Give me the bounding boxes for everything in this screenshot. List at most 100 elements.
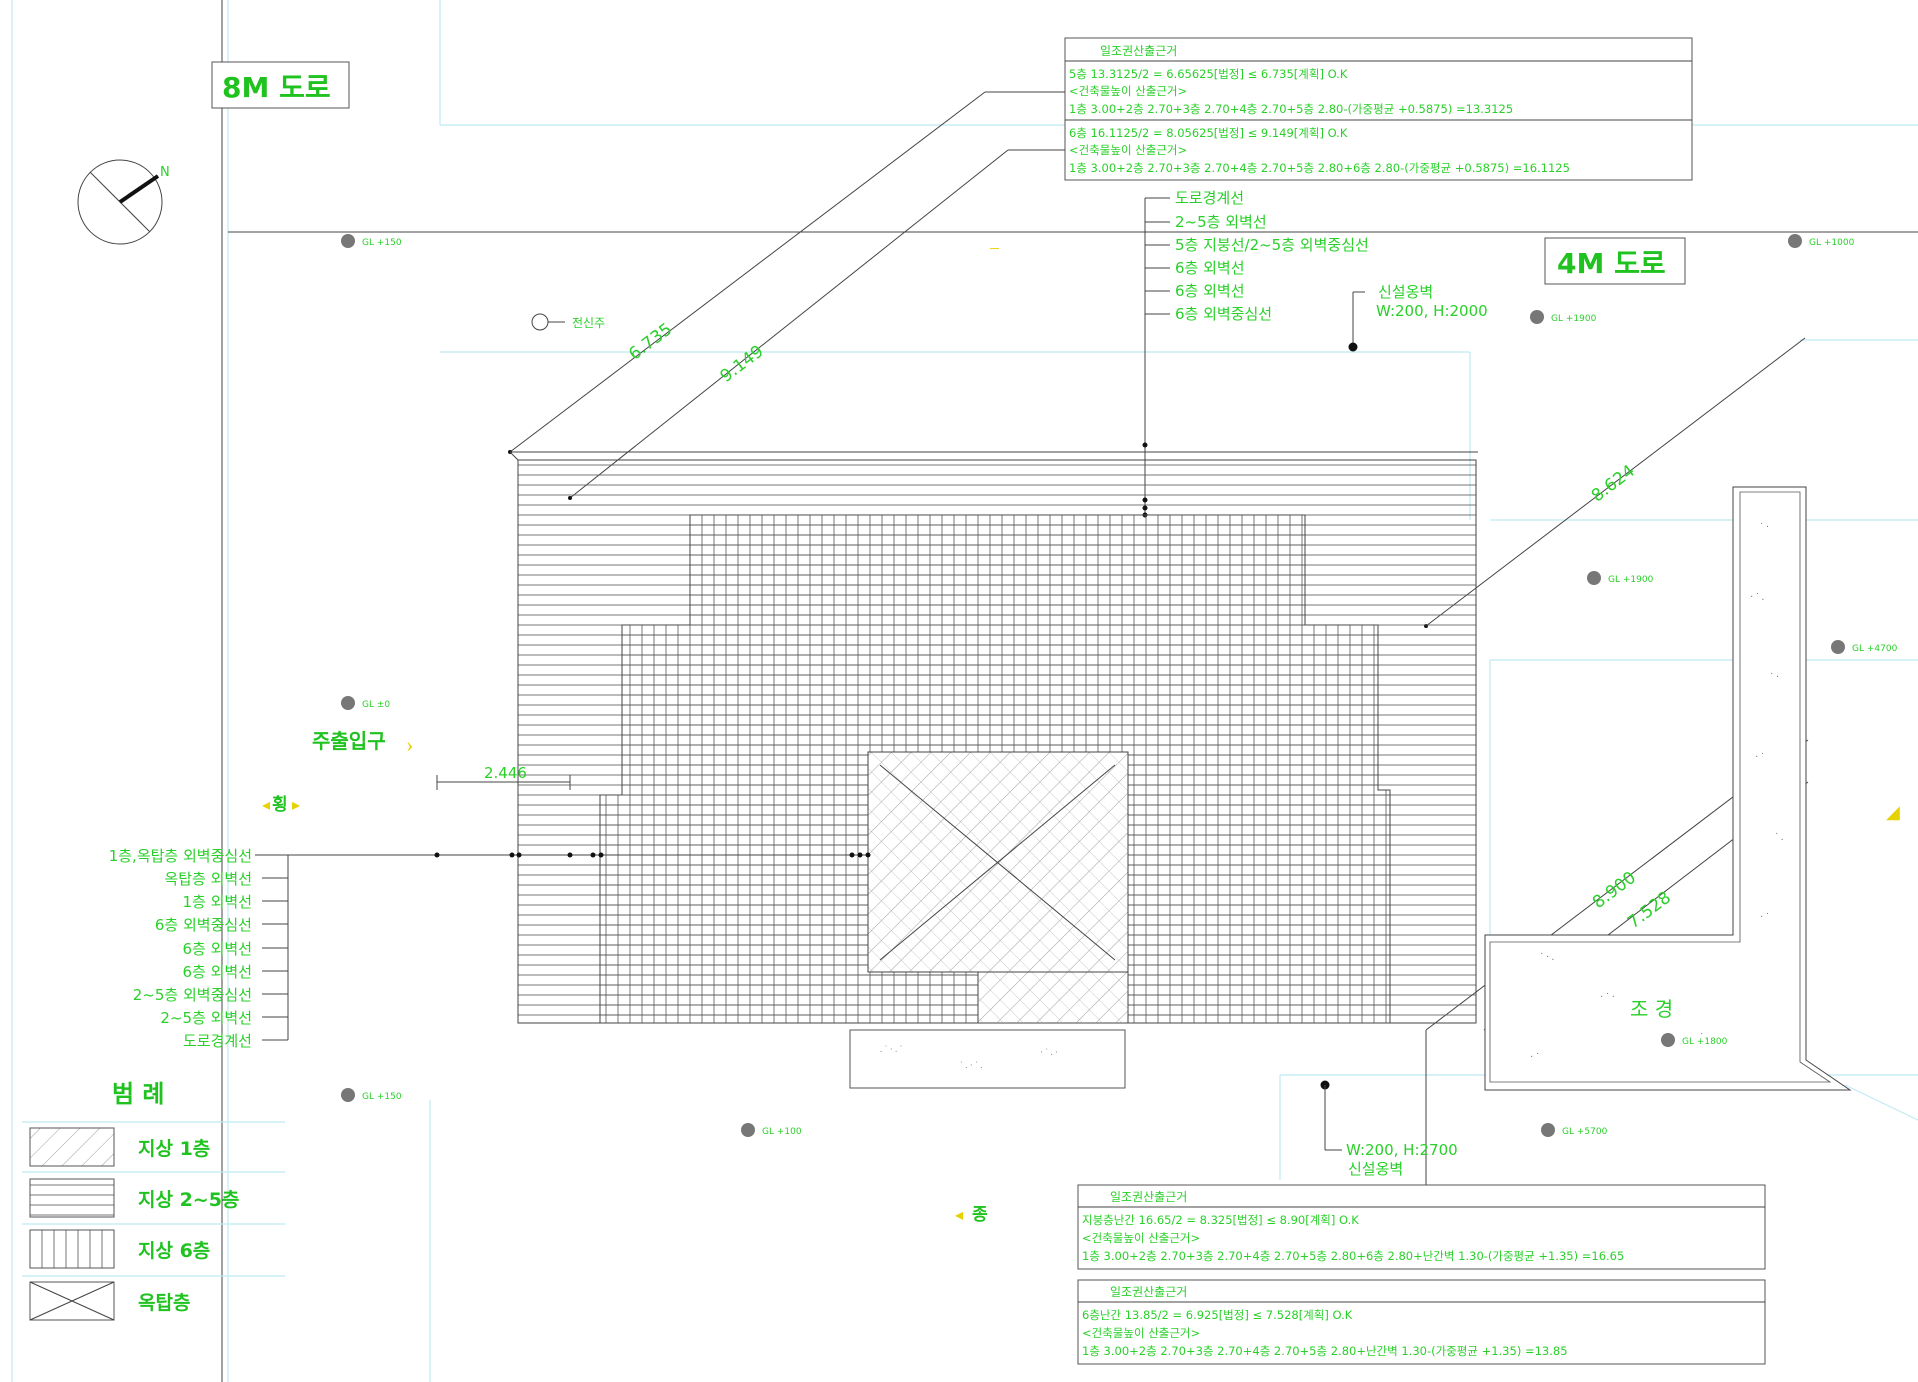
dir-bottom-label: 종 bbox=[972, 1205, 988, 1225]
calc-top-row2-line2: <건축물높이 산출근거> bbox=[1069, 143, 1187, 157]
gl-150-top: GL +150 bbox=[362, 238, 402, 248]
dim-2446-line bbox=[436, 775, 571, 790]
gl-150-left: GL +150 bbox=[362, 1092, 402, 1102]
left-callout-7: 2~5층 외벽중심선 bbox=[133, 986, 252, 1004]
gl-0: GL ±0 bbox=[362, 700, 390, 710]
legend-swatch-2 bbox=[29, 1178, 115, 1218]
left-callout-1: 1층,옥탑층 외벽중심선 bbox=[109, 847, 252, 865]
dir-top-label: 횡 bbox=[272, 795, 288, 815]
calc-b2-line2: <건축물높이 산출근거> bbox=[1082, 1326, 1200, 1340]
svg-text:˙ ·: ˙ · bbox=[1760, 522, 1769, 533]
gl-1900-right: GL +1900 bbox=[1608, 575, 1654, 585]
road-8m-box bbox=[211, 61, 350, 109]
left-callout-9: 도로경계선 bbox=[183, 1032, 252, 1050]
calc-box-bottom-2: 일조권산출근거 6층난간 13.85/2 = 6.925[법정] ≤ 7.528… bbox=[1077, 1279, 1766, 1365]
dir-top-arrow-icon: ◂ bbox=[262, 797, 270, 814]
left-callout-2: 옥탑층 외벽선 bbox=[164, 870, 252, 888]
calc-top-row1-line1: 5층 13.3125/2 = 6.65625[법정] ≤ 6.735[계획] O… bbox=[1069, 67, 1348, 81]
svg-text:▸: ▸ bbox=[292, 797, 300, 814]
svg-text:· ˙ . ·: · ˙ . · bbox=[1040, 1047, 1058, 1057]
gl-100: GL +100 bbox=[762, 1127, 802, 1137]
landscape-area: ˙ · · ˙ . ˙ · · ˙ ˙ . · ˙ ˙ · . · ˙ · ˙ … bbox=[1484, 486, 1852, 1091]
left-callout-4: 6층 외벽중심선 bbox=[155, 916, 252, 934]
svg-text:. ˙ · . ˙: . ˙ · . ˙ bbox=[880, 1044, 903, 1054]
calc-top-row2-line1: 6층 16.1125/2 = 8.05625[법정] ≤ 9.149[계획] O… bbox=[1069, 126, 1348, 140]
calc-b2-line1: 6층난간 13.85/2 = 6.925[법정] ≤ 7.528[계획] O.K bbox=[1082, 1308, 1353, 1322]
legend-swatch-3 bbox=[29, 1229, 115, 1269]
north-arrow-icon: N bbox=[77, 159, 170, 245]
site-boundary-lines bbox=[221, 0, 1918, 1382]
left-callout-8: 2~5층 외벽선 bbox=[160, 1009, 252, 1027]
svg-text:˙ ·: ˙ · bbox=[1770, 672, 1779, 683]
building-footprint bbox=[509, 451, 1478, 1024]
legend-item-2: 지상 2~5층 bbox=[138, 1189, 239, 1211]
utility-pole-icon bbox=[531, 313, 549, 331]
planter-bottom: . ˙ · . ˙ ˙ . · ˙ . · ˙ . · bbox=[849, 1029, 1126, 1089]
svg-text:· ˙: · ˙ bbox=[1530, 1052, 1539, 1063]
legend-title: 범 례 bbox=[112, 1080, 165, 1108]
gl-4700: GL +4700 bbox=[1852, 644, 1898, 654]
calc-top-row1-line2: <건축물높이 산출근거> bbox=[1069, 84, 1187, 98]
calc-b2-title: 일조권산출근거 bbox=[1110, 1285, 1187, 1299]
svg-text:˙ .: ˙ . bbox=[1775, 832, 1783, 843]
fence-top-name: 신설옹벽 bbox=[1378, 283, 1433, 301]
entrance-arrow-icon: › bbox=[406, 732, 413, 757]
fence-bottom-name: 신설옹벽 bbox=[1348, 1160, 1403, 1178]
dir-bottom-arrow-icon: ◂ bbox=[955, 1207, 963, 1224]
svg-text:˙ · .: ˙ · . bbox=[1540, 952, 1554, 963]
calc-box-top: 일조권산출근거 5층 13.3125/2 = 6.65625[법정] ≤ 6.7… bbox=[1064, 37, 1693, 181]
calc-top-row1-line3: 1층 3.00+2층 2.70+3층 2.70+4층 2.70+5층 2.80-… bbox=[1069, 102, 1513, 116]
legend-swatch-1 bbox=[29, 1127, 115, 1167]
top-callout-4: 6층 외벽선 bbox=[1175, 259, 1245, 277]
legend-item-1: 지상 1층 bbox=[138, 1138, 210, 1160]
road-8m-label: 8M 도로 bbox=[222, 71, 331, 104]
left-callout-5: 6층 외벽선 bbox=[182, 940, 252, 958]
svg-text:· ˙: · ˙ bbox=[1760, 912, 1769, 923]
road-4m-box bbox=[1544, 237, 1686, 285]
left-callout-6: 6층 외벽선 bbox=[182, 963, 252, 981]
dim-9149: 9.149 bbox=[717, 342, 768, 387]
calc-b1-line3: 1층 3.00+2층 2.70+3층 2.70+4층 2.70+5층 2.80+… bbox=[1082, 1249, 1624, 1263]
north-label: N bbox=[160, 165, 170, 180]
fence-bottom-spec: W:200, H:2700 bbox=[1346, 1141, 1458, 1159]
gl-level-markers bbox=[341, 234, 1845, 1137]
gl-1800: GL +1800 bbox=[1682, 1037, 1728, 1047]
main-entrance-label: 주출입구 bbox=[312, 729, 386, 753]
left-callout-leaders bbox=[255, 852, 871, 1041]
pole-label: 전신주 bbox=[572, 316, 605, 330]
svg-text:˙ .: ˙ . bbox=[1700, 1032, 1708, 1043]
calc-b1-line1: 지붕층난간 16.65/2 = 8.325[법정] ≤ 8.90[계획] O.K bbox=[1082, 1213, 1359, 1227]
dim-8624: 8.624 bbox=[1588, 461, 1639, 506]
landscape-label: 조 경 bbox=[1630, 997, 1673, 1021]
gl-1900-mid: GL +1900 bbox=[1551, 314, 1597, 324]
svg-text:· ˙: · ˙ bbox=[1755, 752, 1764, 763]
calc-b2-line3: 1층 3.00+2층 2.70+3층 2.70+4층 2.70+5층 2.80+… bbox=[1082, 1344, 1568, 1358]
dim-2446: 2.446 bbox=[484, 764, 527, 782]
fence-top-spec: W:200, H:2000 bbox=[1376, 302, 1488, 320]
svg-text:· ˙ ·: · ˙ · bbox=[1600, 992, 1615, 1003]
svg-text:· ˙ .: · ˙ . bbox=[1750, 592, 1764, 603]
legend-item-4: 옥탑층 bbox=[138, 1292, 190, 1314]
calc-box-bottom-1: 일조권산출근거 지붕층난간 16.65/2 = 8.325[법정] ≤ 8.90… bbox=[1077, 1184, 1766, 1270]
dim-8900: 8.900 bbox=[1589, 868, 1640, 913]
top-callout-2: 2~5층 외벽선 bbox=[1175, 213, 1267, 231]
top-callout-6: 6층 외벽중심선 bbox=[1175, 305, 1272, 323]
top-callout-1: 도로경계선 bbox=[1175, 189, 1244, 207]
marker-arrow-icon: – bbox=[989, 237, 1000, 257]
calc-b1-title: 일조권산출근거 bbox=[1110, 1190, 1187, 1204]
calc-b1-line2: <건축물높이 산출근거> bbox=[1082, 1231, 1200, 1245]
dim-7528: 7.528 bbox=[1624, 888, 1675, 933]
svg-text:˙ . · ˙ .: ˙ . · ˙ . bbox=[960, 1060, 983, 1070]
road-4m-label: 4M 도로 bbox=[1557, 247, 1666, 280]
retaining-wall-bottom-leader bbox=[1320, 1030, 1427, 1185]
marker-arrow-right-icon: ◢ bbox=[1886, 802, 1900, 822]
gl-1000-top: GL +1000 bbox=[1809, 238, 1855, 248]
top-callout-5: 6층 외벽선 bbox=[1175, 282, 1245, 300]
legend-item-3: 지상 6층 bbox=[138, 1240, 210, 1262]
calc-top-title: 일조권산출근거 bbox=[1100, 44, 1177, 58]
calc-top-row2-line3: 1층 3.00+2층 2.70+3층 2.70+4층 2.70+5층 2.80+… bbox=[1069, 161, 1570, 175]
top-callout-3: 5층 지붕선/2~5층 외벽중심선 bbox=[1175, 236, 1369, 254]
retaining-wall-top-leader bbox=[1348, 291, 1365, 352]
